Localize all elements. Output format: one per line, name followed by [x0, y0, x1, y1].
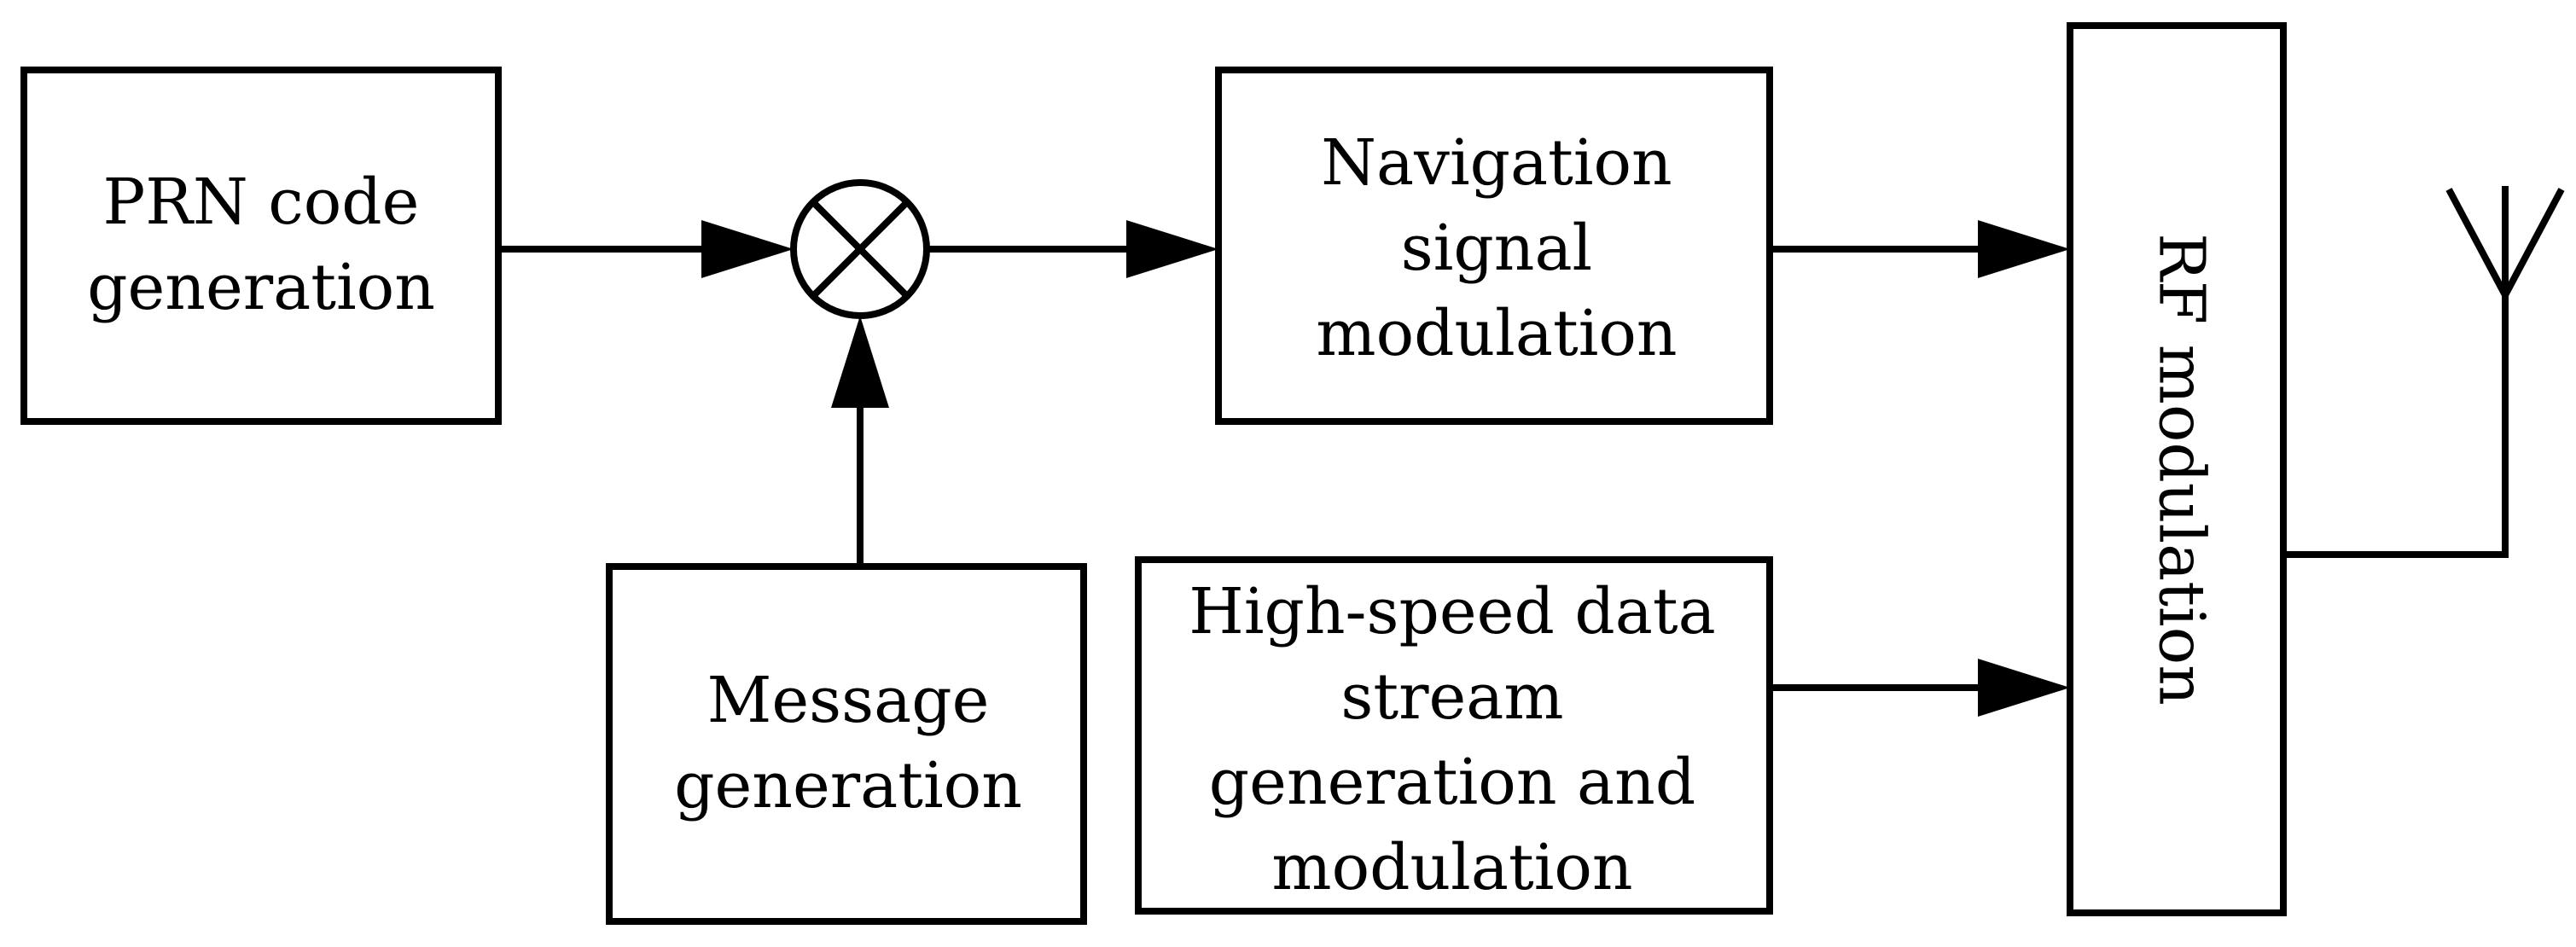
prn-code-generation-block: PRN code generation	[20, 67, 502, 425]
arrowhead-right-icon	[1978, 220, 2070, 278]
navigation-block-label-line-2: signal	[1401, 212, 1592, 285]
message-block-label-line-2: generation	[674, 749, 1022, 822]
message-block-label-line-1: Message	[707, 664, 990, 737]
arrowhead-up-icon	[831, 316, 889, 408]
arrowhead-right-icon	[701, 220, 794, 278]
connector-rf-to-antenna	[2283, 295, 2509, 558]
rf-block-label: RF modulation	[2145, 233, 2218, 706]
prn-block-label-line-2: generation	[87, 251, 435, 324]
connector-prn-to-multiplier	[498, 220, 794, 278]
highspeed-block-label-line-1: High-speed data	[1189, 575, 1715, 648]
connector-navigation-to-rf	[1770, 220, 2070, 278]
message-generation-block: Message generation	[606, 563, 1087, 925]
navigation-block-label-line-3: modulation	[1316, 297, 1677, 370]
navigation-block-label-line-1: Navigation	[1321, 126, 1672, 200]
high-speed-data-stream-block: High-speed data stream generation and mo…	[1135, 556, 1773, 915]
connector-message-to-multiplier	[831, 316, 889, 566]
prn-block-label-line-1: PRN code	[103, 166, 420, 239]
arrowhead-right-icon	[1978, 659, 2070, 717]
navigation-signal-modulation-block: Navigation signal modulation	[1215, 67, 1773, 425]
antenna-icon	[2445, 186, 2565, 546]
highspeed-block-label-line-3: generation and	[1209, 746, 1695, 819]
highspeed-block-label-line-2: stream	[1340, 660, 1563, 734]
multiplier-icon	[790, 179, 930, 319]
highspeed-block-label-line-4: modulation	[1271, 831, 1632, 904]
connector-highspeed-to-rf	[1770, 659, 2070, 717]
connector-multiplier-to-navigation	[927, 220, 1218, 278]
rf-modulation-block: RF modulation	[2067, 22, 2287, 916]
arrowhead-right-icon	[1126, 220, 1218, 278]
